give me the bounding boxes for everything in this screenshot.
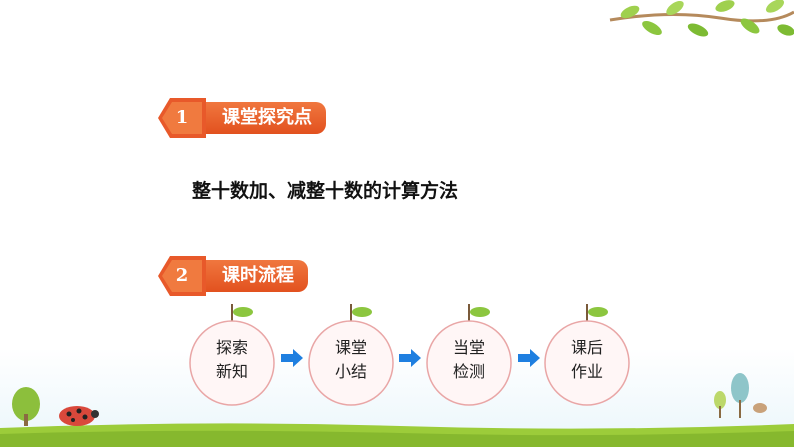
flow-step-2[interactable]: 课堂小结	[306, 300, 396, 410]
section-number-2: 2	[175, 265, 189, 286]
branch-decoration	[609, 0, 794, 37]
ladybug-icon	[59, 406, 99, 426]
flow-step-label: 当堂检测	[452, 338, 485, 381]
topic-text: 整十数加、减整十数的计算方法	[192, 180, 459, 202]
flow-step-4[interactable]: 课后作业	[542, 300, 632, 410]
flow-step-label: 课堂小结	[334, 338, 367, 381]
peach-icon	[308, 304, 394, 406]
arrow-right-icon	[281, 349, 303, 367]
arrow-right-icon	[399, 349, 421, 367]
bush-decoration	[12, 387, 40, 426]
flow-step-label: 课后作业	[570, 338, 603, 381]
grass-decoration	[0, 423, 794, 447]
tree-decoration	[714, 373, 767, 418]
number-badge-2	[158, 256, 206, 296]
section-title-2: 课时流程	[202, 260, 308, 292]
arrow-right-icon	[518, 349, 540, 367]
peach-icon	[544, 304, 630, 406]
peach-icon	[189, 304, 275, 406]
flow-step-3[interactable]: 当堂检测	[424, 300, 514, 410]
peach-icon	[426, 304, 512, 406]
flow-step-label: 探索新知	[215, 338, 248, 381]
section-number-1: 1	[175, 107, 189, 128]
flow-step-1[interactable]: 探索新知	[187, 300, 277, 410]
section-title-1: 课堂探究点	[202, 102, 326, 134]
number-badge-1	[158, 98, 206, 138]
